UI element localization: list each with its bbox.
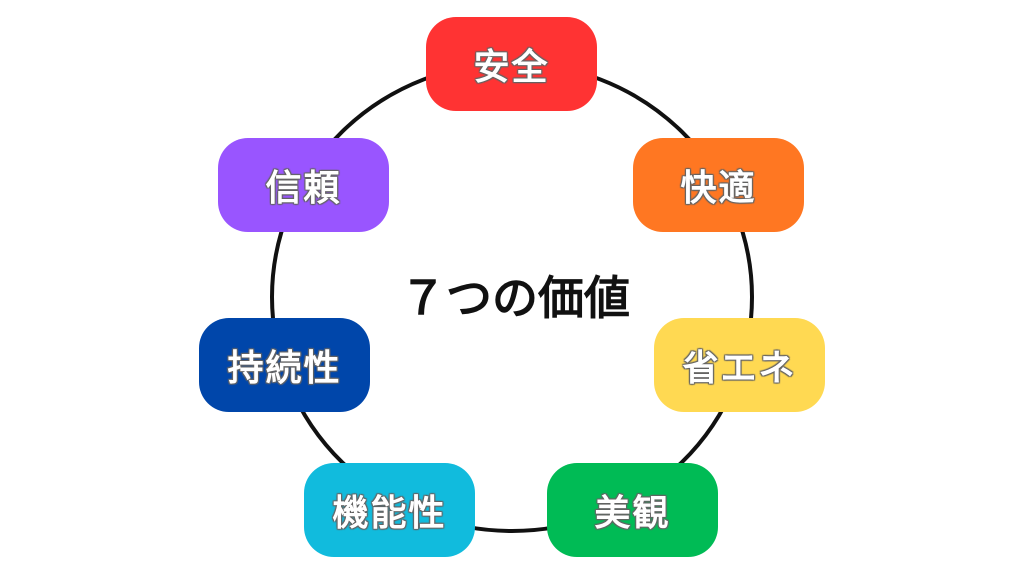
value-node-reliability: 信頼	[218, 138, 389, 232]
value-node-aesthetics: 美観	[547, 463, 718, 557]
value-node-safety: 安全	[426, 17, 597, 111]
value-node-sustainability: 持続性	[199, 318, 370, 412]
center-title: ７つの価値	[400, 271, 630, 325]
value-node-functionality: 機能性	[304, 463, 475, 557]
value-node-energy-saving: 省エネ	[654, 318, 825, 412]
value-node-comfort: 快適	[633, 138, 804, 232]
